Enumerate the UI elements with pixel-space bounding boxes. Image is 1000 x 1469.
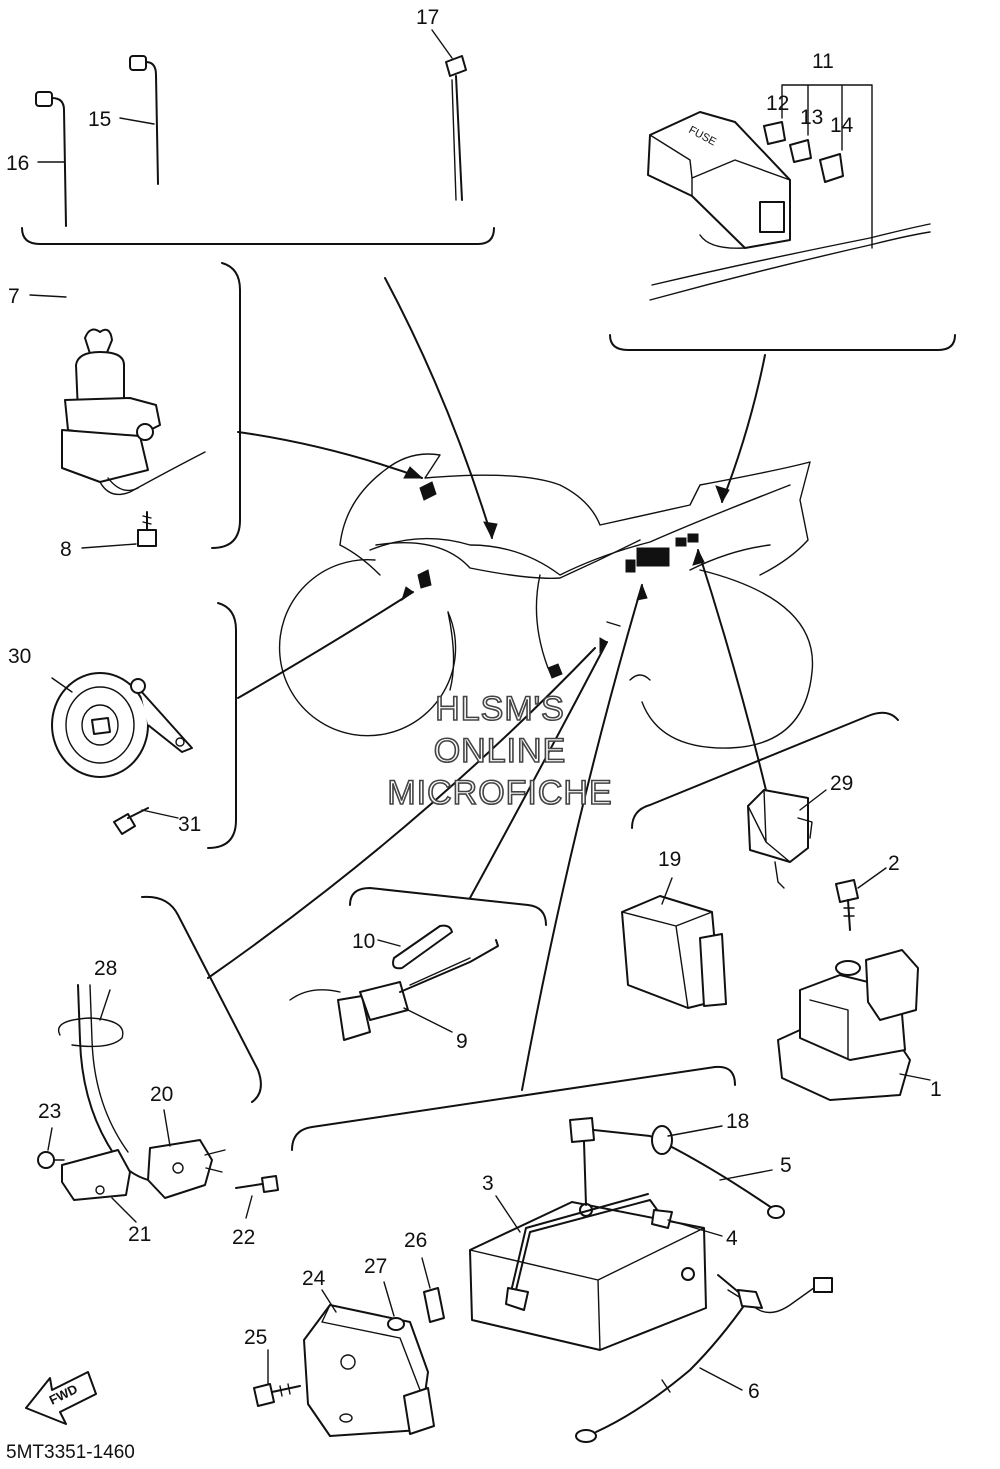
callout-leaders [29, 29, 931, 1391]
watermark-line-1: HLSM'S [435, 690, 565, 728]
callout-21: 21 [128, 1223, 151, 1246]
callout-13: 13 [800, 106, 823, 129]
watermark-line-3: MICROFICHE [387, 774, 612, 812]
callout-29: 29 [830, 772, 853, 795]
bracket-21 [61, 1149, 131, 1201]
callout-12: 12 [766, 92, 789, 115]
battery-band [505, 1193, 673, 1311]
fuse-12 [763, 121, 786, 145]
bolt-2 [835, 879, 859, 931]
callout-24: 24 [302, 1267, 326, 1290]
starter-relay [777, 949, 919, 1101]
battery [469, 1201, 707, 1351]
callout-11: 11 [812, 50, 834, 73]
holder-18 [651, 1125, 673, 1155]
callout-1: 1 [930, 1078, 942, 1101]
fuse-box: FUSE [647, 111, 931, 301]
callout-5: 5 [780, 1154, 792, 1177]
callout-8: 8 [60, 538, 72, 561]
cable-tie-15 [129, 55, 159, 185]
callout-28: 28 [94, 957, 117, 980]
callout-10: 10 [352, 930, 375, 953]
brake-switch-20 [147, 1139, 226, 1199]
callout-4: 4 [726, 1227, 738, 1250]
watermark-line-2: ONLINE [434, 732, 567, 770]
group-leaders [207, 277, 771, 1091]
cable-tie-17 [445, 55, 467, 201]
motorcycle-outline [278, 453, 814, 749]
relay-29 [747, 789, 813, 889]
forward-arrow-icon: FWD [25, 1371, 97, 1425]
callout-25: 25 [244, 1326, 267, 1349]
watermark: HLSM'S ONLINE MICROFICHE [387, 689, 613, 813]
neutral-switch [289, 939, 499, 1041]
callout-26: 26 [404, 1229, 427, 1252]
callout-31: 31 [178, 813, 201, 836]
callout-3: 3 [482, 1172, 494, 1195]
callout-14: 14 [830, 114, 854, 137]
cable-28 [58, 984, 161, 1183]
main-switch [61, 328, 206, 496]
fuse-13 [789, 139, 812, 163]
screw-8 [137, 511, 157, 547]
nut-23 [37, 1151, 65, 1169]
callout-19: 19 [658, 848, 681, 871]
callout-15: 15 [88, 108, 111, 131]
washer-27 [387, 1317, 405, 1331]
sleeve-10 [392, 924, 453, 970]
callout-6: 6 [748, 1380, 760, 1403]
callout-27: 27 [364, 1255, 387, 1278]
clip-26 [423, 1287, 445, 1323]
callout-9: 9 [456, 1030, 468, 1053]
battery-lead-5 [569, 1117, 785, 1219]
callout-17: 17 [416, 6, 439, 29]
callout-2: 2 [888, 852, 900, 875]
rectifier-regulator [303, 1304, 435, 1437]
cable-tie-16 [35, 91, 67, 227]
callout-7: 7 [8, 285, 20, 308]
screw-22 [235, 1175, 279, 1193]
callout-23: 23 [38, 1100, 61, 1123]
callout-numbers: 1 2 3 4 5 6 7 8 9 10 11 12 13 14 15 16 1… [6, 6, 942, 1403]
callout-16: 16 [6, 152, 29, 175]
callout-11-bracket [781, 84, 873, 249]
horn [51, 672, 193, 778]
diagram-part-code: 5MT3351-1460 [6, 1442, 135, 1463]
callout-22: 22 [232, 1226, 255, 1249]
callout-30: 30 [8, 645, 31, 668]
callout-20: 20 [150, 1083, 173, 1106]
bolt-25 [253, 1383, 301, 1407]
bolt-31 [113, 807, 149, 835]
relay-19 [621, 895, 727, 1009]
fuse-14 [819, 153, 844, 183]
battery-lead-6 [575, 1274, 833, 1443]
callout-18: 18 [726, 1110, 749, 1133]
